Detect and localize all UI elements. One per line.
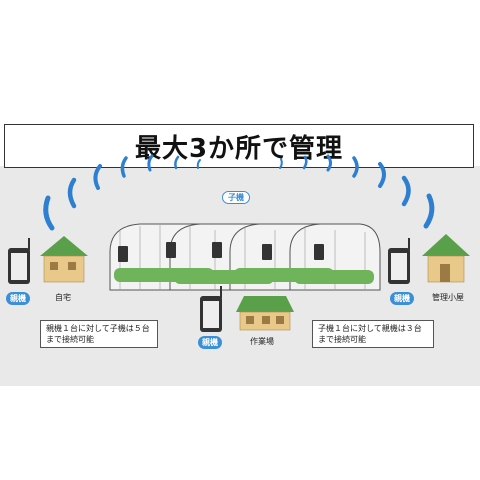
home-house-icon xyxy=(40,236,88,283)
title-box: 最大3か所で管理 xyxy=(4,124,474,168)
wave-icon xyxy=(302,155,308,170)
wave-icon xyxy=(43,195,55,231)
note-left-line-1: 親機１台に対して子機は５台 xyxy=(46,324,150,333)
wave-icon xyxy=(93,164,102,190)
wave-icon xyxy=(401,175,411,207)
note-left-line-2: まで接続可能 xyxy=(46,335,94,344)
page-title: 最大3か所で管理 xyxy=(134,133,344,164)
note-left: 親機１台に対して子機は５台 まで接続可能 xyxy=(40,320,158,348)
parent-device-shed-icon xyxy=(388,238,410,284)
wave-icon xyxy=(147,154,154,172)
wave-icon xyxy=(352,156,359,178)
wave-icon xyxy=(67,177,77,209)
location-shed-label: 管理小屋 xyxy=(432,293,464,302)
shed-house-icon xyxy=(422,234,470,283)
wave-icon xyxy=(423,193,435,229)
note-right-line-1: 子機１台に対して親機は３台 xyxy=(318,324,422,333)
child-unit-label: 子機 xyxy=(222,191,250,204)
parent-badge-home: 親機 xyxy=(6,292,30,305)
wave-icon xyxy=(378,162,386,188)
location-home-label: 自宅 xyxy=(55,293,71,302)
wave-icon xyxy=(196,159,201,169)
parent-badge-workshop: 親機 xyxy=(198,336,222,349)
parent-device-home-icon xyxy=(8,238,30,284)
wave-icon xyxy=(174,155,180,170)
location-workshop-label: 作業場 xyxy=(250,337,274,346)
parent-badge-shed: 親機 xyxy=(390,292,414,305)
wave-icon xyxy=(326,154,332,172)
note-right-line-2: まで接続可能 xyxy=(318,335,366,344)
workshop-house-icon xyxy=(236,296,294,331)
wave-icon xyxy=(279,158,283,169)
greenhouse-row xyxy=(109,223,381,291)
note-right: 子機１台に対して親機は３台 まで接続可能 xyxy=(312,320,434,348)
parent-device-workshop-icon xyxy=(200,286,222,332)
wave-icon xyxy=(120,156,128,178)
